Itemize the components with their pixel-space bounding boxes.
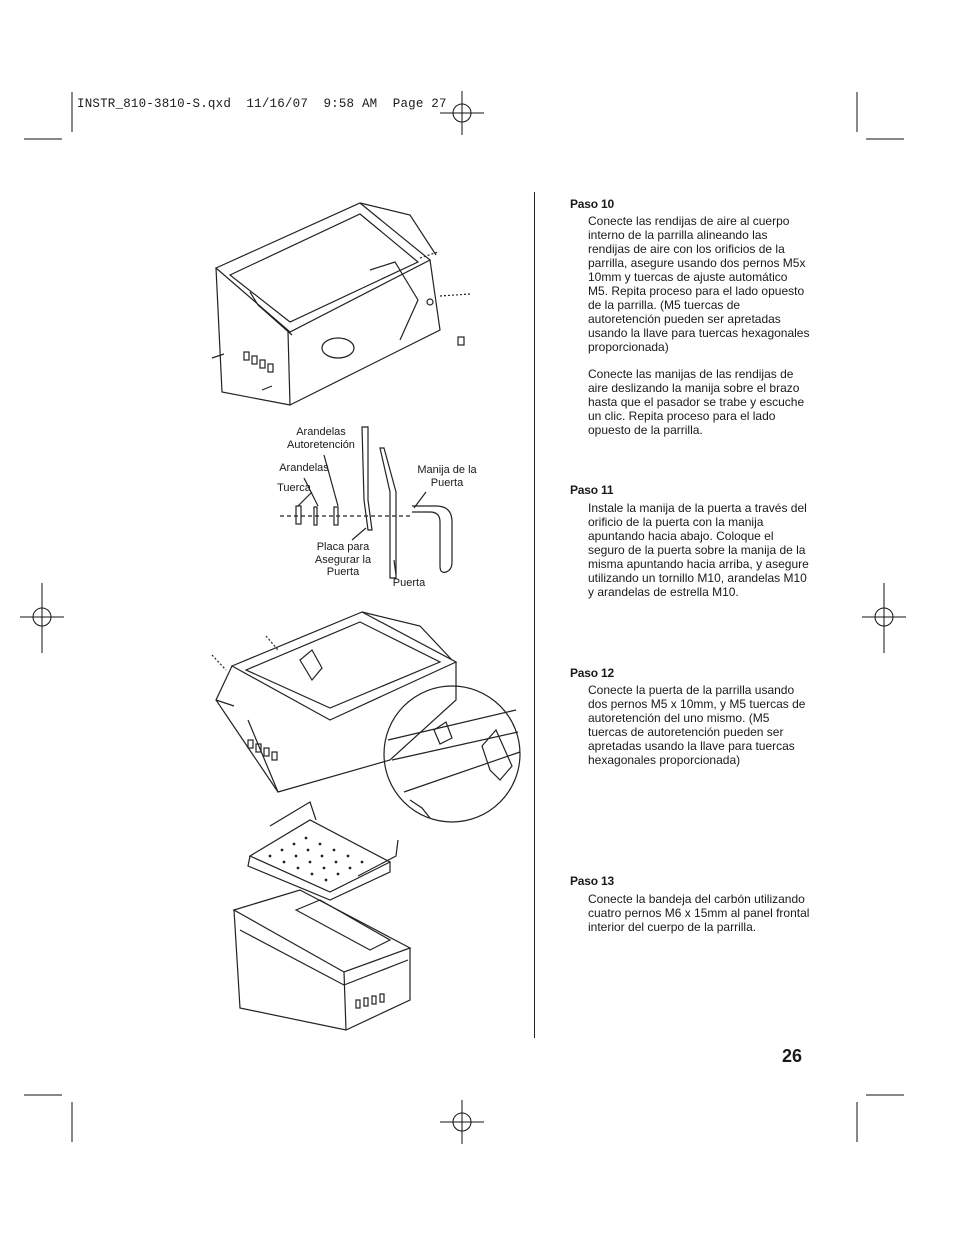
step-10-text-2: Conecte las manijas de las rendijas de a… <box>588 367 805 437</box>
label-arandelas-autoretencion: Arandelas Autoretención <box>287 426 355 451</box>
door-handle-illustration <box>280 426 453 579</box>
charcoal-tray-illustration <box>247 801 399 901</box>
column-divider <box>534 192 535 1038</box>
registration-marks <box>20 91 906 1144</box>
step-11-title: Paso 11 <box>570 483 614 497</box>
file-slug: INSTR_810-3810-S.qxd 11/16/07 9:58 AM Pa… <box>77 97 447 111</box>
page-number: 26 <box>782 1046 803 1066</box>
label-placa-asegurar: Placa para Asegurar la Puerta <box>314 541 372 578</box>
label-tuerca: Tuerca <box>277 482 311 494</box>
step-12-title: Paso 12 <box>570 666 614 680</box>
step-13-text: Conecte la bandeja del carbón utilizando… <box>588 892 810 934</box>
step-12-text: Conecte la puerta de la parrilla usando … <box>588 683 806 767</box>
step-10-title: Paso 10 <box>570 197 614 211</box>
grill-box-illustration <box>232 889 412 1031</box>
crop-marks <box>24 92 904 1142</box>
step-10-text-1: Conecte las rendijas de aire al cuerpo i… <box>588 214 810 354</box>
label-arandelas: Arandelas <box>279 462 329 474</box>
step-13-title: Paso 13 <box>570 874 614 888</box>
grill-body-illustration <box>211 202 471 406</box>
grill-door-illustration <box>211 611 521 823</box>
label-puerta: Puerta <box>392 577 426 589</box>
label-manija-puerta: Manija de la Puerta <box>417 464 477 489</box>
step-11-text: Instale la manija de la puerta a través … <box>588 501 809 599</box>
